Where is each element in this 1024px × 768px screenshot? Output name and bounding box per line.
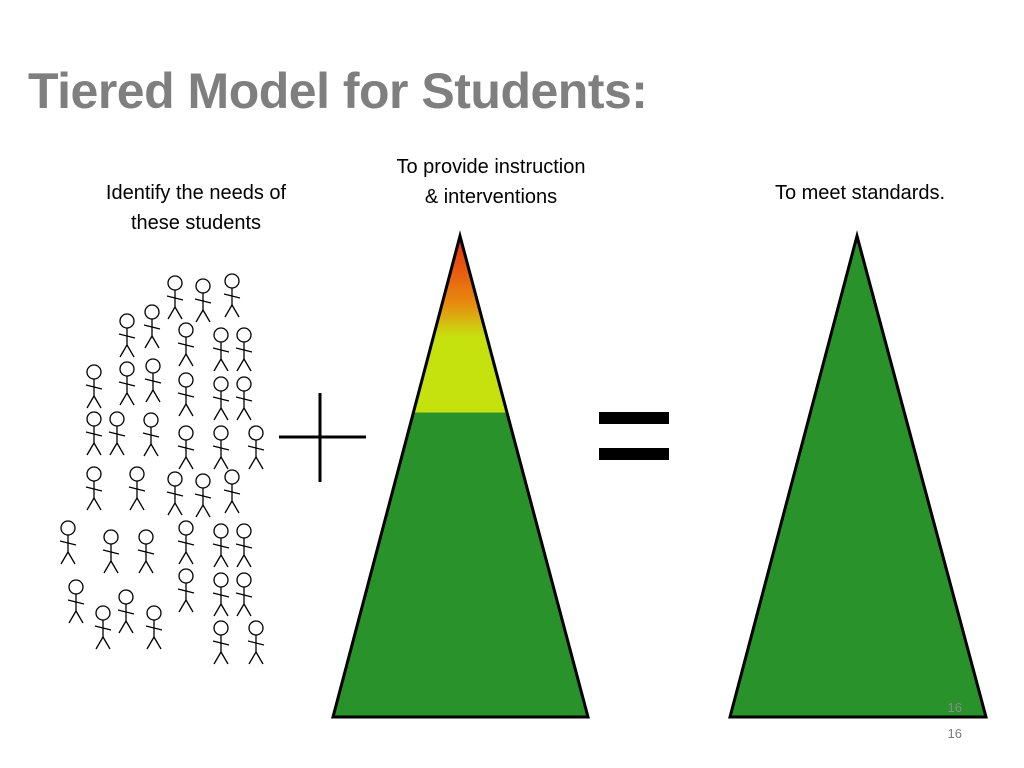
student-stick-figure	[212, 523, 230, 568]
student-stick-figure	[235, 572, 253, 617]
student-stick-figure	[67, 579, 85, 624]
caption-line: these students	[130, 212, 262, 234]
student-stick-figure	[247, 620, 265, 665]
student-stick-figure	[117, 589, 135, 634]
student-stick-figure	[128, 466, 146, 511]
caption-line: Identify the needs of	[105, 182, 287, 204]
student-stick-figure	[143, 304, 161, 349]
caption-line: & interventions	[424, 186, 558, 208]
caption-line: To provide instruction	[396, 156, 586, 178]
student-stick-figure	[166, 471, 184, 516]
student-stick-figure	[194, 473, 212, 518]
student-stick-figure	[85, 364, 103, 409]
student-stick-figure	[223, 273, 241, 318]
student-stick-figure	[235, 327, 253, 372]
student-stick-figure	[177, 568, 195, 613]
student-stick-figure	[59, 520, 77, 565]
student-stick-figure	[118, 313, 136, 358]
student-stick-figure	[247, 425, 265, 470]
student-stick-figure	[94, 605, 112, 650]
caption-provide-instruction: To provide instruction & interventions	[366, 152, 616, 212]
pyramid-tiers	[331, 230, 590, 719]
student-stick-figure	[85, 466, 103, 511]
student-stick-figure	[212, 425, 230, 470]
student-stick-figure	[235, 376, 253, 421]
student-stick-figure	[137, 529, 155, 574]
student-stick-figure	[212, 572, 230, 617]
student-stick-figure	[177, 425, 195, 470]
student-stick-figure	[177, 372, 195, 417]
student-stick-figure	[108, 411, 126, 456]
student-stick-figure	[102, 529, 120, 574]
caption-identify-needs: Identify the needs of these students	[76, 178, 316, 238]
student-stick-figure	[85, 411, 103, 456]
student-stick-figure	[144, 358, 162, 403]
caption-meet-standards: To meet standards.	[740, 178, 980, 208]
student-stick-figure	[212, 620, 230, 665]
student-stick-figure	[142, 412, 160, 457]
student-stick-figure	[212, 376, 230, 421]
student-stick-figure	[166, 275, 184, 320]
student-stick-figure	[118, 361, 136, 406]
caption-line: To meet standards.	[774, 182, 946, 204]
slide-number: 16	[947, 700, 962, 715]
student-stick-figure	[177, 520, 195, 565]
student-stick-figure	[177, 322, 195, 367]
student-stick-figure	[223, 469, 241, 514]
student-stick-figure	[212, 327, 230, 372]
student-stick-figure	[235, 523, 253, 568]
slide-number-footer: 16	[947, 726, 962, 741]
student-stick-figure	[194, 278, 212, 323]
slide-title: Tiered Model for Students:	[28, 63, 648, 119]
student-stick-figure	[145, 605, 163, 650]
